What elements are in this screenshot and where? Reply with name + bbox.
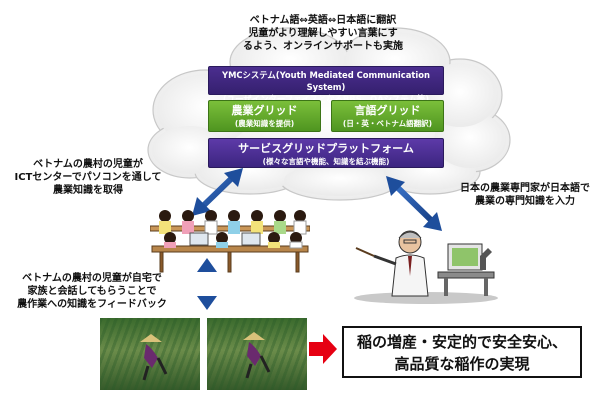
- ymc-line1: YMCシステム(Youth Mediated Communication Sys…: [222, 70, 430, 92]
- ymc-line2: (ユーザインターフェイスとなるBBS、QAシステム等): [222, 94, 430, 104]
- agri-grid-sub: (農業知識を提供): [234, 119, 295, 128]
- service-grid-platform-box: サービスグリッドプラットフォーム (様々な言語や機能、知識を結ぶ機能): [208, 138, 444, 168]
- result-box: 稲の増産・安定的で安全安心、 高品質な稲作の実現: [342, 326, 582, 378]
- top-note-line2: 児童がより理解しやすい言葉にす: [248, 28, 398, 39]
- right-note-line2: 農業の専門知識を入力: [475, 196, 575, 207]
- rice-field-photo-1: [100, 318, 200, 390]
- left-note: ベトナムの農村の児童が ICTセンターでパソコンを通して 農業知識を取得: [0, 158, 176, 197]
- agri-grid-title: 農業グリッド: [231, 104, 298, 117]
- vertical-double-arrow: [197, 258, 217, 310]
- right-note: 日本の農業専門家が日本語で 農業の専門知識を入力: [442, 182, 608, 208]
- agri-grid-box: 農業グリッド (農業知識を提供): [208, 100, 321, 132]
- language-grid-title: 言語グリッド: [354, 104, 421, 117]
- bottom-note-line2: 家族と会話してもらうことで: [27, 286, 157, 297]
- bottom-note-line1: ベトナムの農村の児童が自宅で: [22, 273, 162, 284]
- ymc-system-box: YMCシステム(Youth Mediated Communication Sys…: [208, 66, 444, 104]
- language-grid-box: 言語グリッド (日・英・ベトナム語翻訳): [331, 100, 444, 132]
- platform-title: サービスグリッドプラットフォーム: [238, 142, 414, 155]
- left-double-arrow: [192, 168, 243, 216]
- left-note-line1: ベトナムの農村の児童が: [33, 159, 143, 170]
- top-note: ベトナム語⇔英語⇔日本語に翻訳 児童がより理解しやすい言葉にす るよう、オンライ…: [218, 14, 428, 53]
- result-line1: 稲の増産・安定的で安全安心、: [356, 333, 567, 351]
- microscope-desk: [437, 243, 495, 296]
- red-arrow: [309, 334, 337, 364]
- expert-person: [355, 230, 429, 297]
- farmer-figure-1: [140, 334, 168, 381]
- top-note-line1: ベトナム語⇔英語⇔日本語に翻訳: [249, 15, 397, 26]
- rice-field-photo-2: [207, 318, 307, 390]
- top-note-line3: るよう、オンラインサポートも実施: [243, 41, 403, 52]
- left-note-line2: ICTセンターでパソコンを通して: [14, 172, 162, 183]
- right-double-arrow: [386, 176, 442, 231]
- result-line2: 高品質な稲作の実現: [394, 355, 530, 373]
- right-note-line1: 日本の農業専門家が日本語で: [460, 183, 590, 194]
- left-note-line3: 農業知識を取得: [53, 185, 123, 196]
- bottom-note: ベトナムの農村の児童が自宅で 家族と会話してもらうことで 農作業への知識をフィー…: [4, 272, 180, 311]
- platform-sub: (様々な言語や機能、知識を結ぶ機能): [262, 157, 390, 166]
- farmer-figure-2: [243, 332, 271, 379]
- classroom-illustration: [150, 210, 310, 273]
- expert-illustration: [354, 230, 498, 304]
- bottom-note-line3: 農作業への知識をフィードバック: [17, 299, 167, 310]
- language-grid-sub: (日・英・ベトナム語翻訳): [342, 119, 433, 128]
